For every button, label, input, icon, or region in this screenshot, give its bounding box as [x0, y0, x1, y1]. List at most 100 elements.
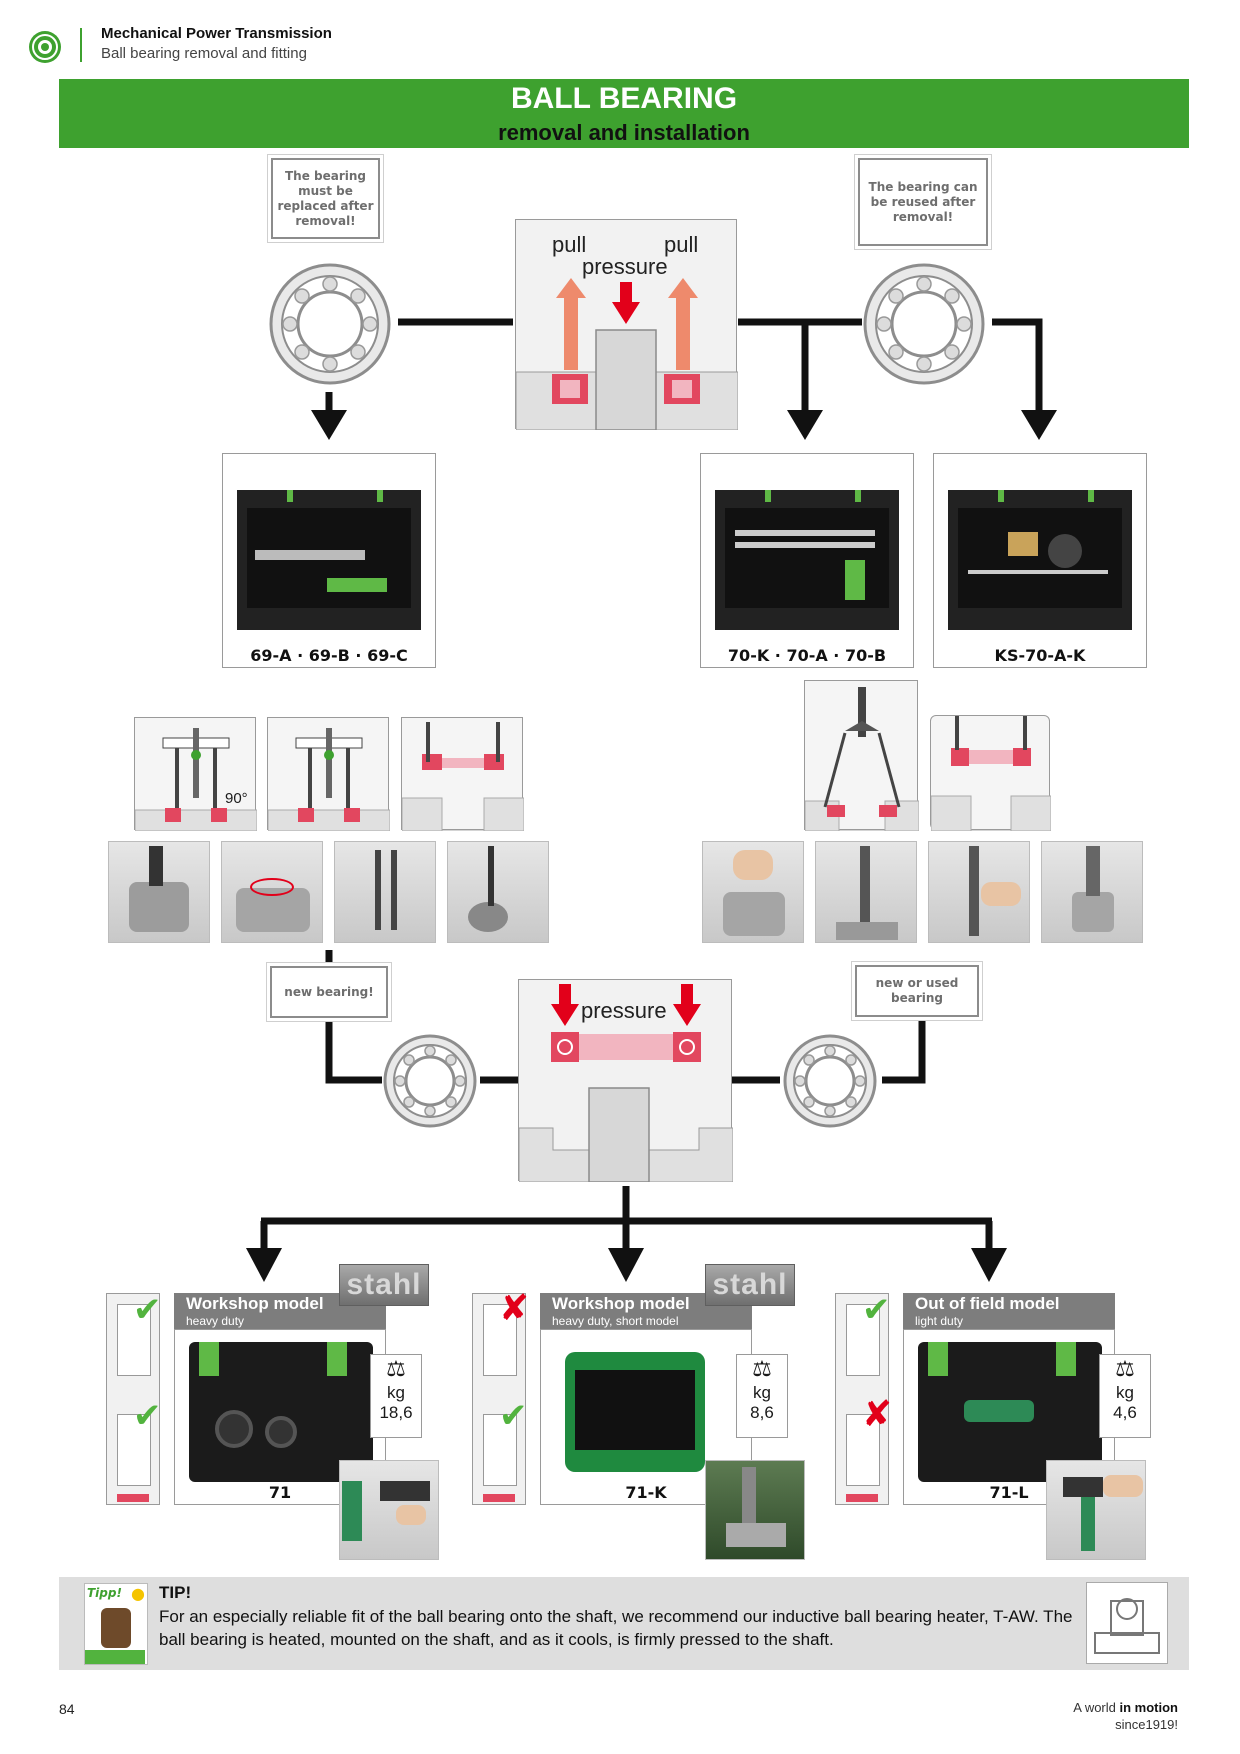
connector-line	[882, 1018, 926, 1084]
connector-line	[992, 318, 1043, 412]
model-code: 71-K	[625, 1483, 667, 1502]
note-new-bearing: new bearing!	[270, 966, 388, 1018]
stahl-badge: stahl	[705, 1264, 795, 1306]
step-photo	[221, 841, 323, 943]
kit-70[interactable]: 70-K · 70-A · 70-B	[700, 453, 914, 668]
step-diagram: 90°	[134, 717, 258, 832]
cross-icon: ✘	[499, 1288, 530, 1329]
note-replace-text: The bearing must be replaced after remov…	[277, 168, 374, 228]
model-title: Workshop model	[186, 1294, 324, 1313]
installation-diagram: pressure	[518, 979, 733, 1182]
note-reuse: The bearing can be reused after removal!	[858, 158, 988, 246]
stahl-badge: stahl	[339, 1264, 429, 1306]
section-title: Mechanical Power Transmission	[101, 25, 332, 42]
note-new-or-used-text: new or used bearing	[875, 976, 959, 1005]
cross-icon: ✘	[862, 1394, 893, 1435]
kit-label: 69-A · 69-B · 69-C	[250, 646, 408, 665]
kit-case-image	[948, 490, 1132, 630]
weight-unit: kg	[753, 1383, 771, 1402]
tagline-pre: A world	[1073, 1700, 1120, 1715]
weight-box: ⚖ kg 4,6	[1099, 1354, 1151, 1438]
tipp-badge: Tipp!	[87, 1586, 122, 1600]
kit-case-image	[237, 490, 421, 630]
logo-icon	[29, 31, 61, 63]
step-diagram	[930, 715, 1052, 832]
model-title: Workshop model	[552, 1294, 690, 1313]
lightbulb-icon: ●	[131, 1584, 145, 1603]
kit-label: 70-K · 70-A · 70-B	[727, 646, 887, 665]
scale-icon: ⚖	[386, 1356, 406, 1381]
weight-value: 18,6	[379, 1403, 413, 1422]
model-photo	[705, 1460, 805, 1560]
model-photo	[339, 1460, 439, 1560]
note-replace: The bearing must be replaced after remov…	[271, 158, 380, 239]
weight-box: ⚖ kg 18,6	[370, 1354, 422, 1438]
company-logo	[28, 30, 62, 64]
model-code: 71	[268, 1483, 292, 1502]
step-photo	[702, 841, 804, 943]
check-icon: ✔	[133, 1290, 162, 1330]
bearing-icon	[863, 263, 985, 385]
weight-box: ⚖ kg 8,6	[736, 1354, 788, 1438]
arrow-down	[246, 1248, 282, 1282]
check-icon: ✔	[133, 1396, 162, 1436]
kit-case-image	[715, 490, 899, 630]
title-banner: BALL BEARING removal and installation	[59, 79, 1189, 148]
note-new-or-used: new or used bearing	[855, 965, 979, 1017]
step-diagram	[804, 680, 920, 832]
check-icon: ✔	[862, 1290, 891, 1330]
model-subtitle: light duty	[915, 1314, 964, 1328]
tip-text: For an especially reliable fit of the ba…	[159, 1607, 1073, 1649]
model-code: 71-L	[989, 1483, 1029, 1502]
usage-strip	[835, 1293, 889, 1505]
since-label: since1919!	[1115, 1717, 1178, 1732]
tagline-bold: in motion	[1119, 1700, 1179, 1715]
step-photo	[334, 841, 436, 943]
bearing-icon	[269, 263, 391, 385]
removal-diagram: pull pull pressure	[515, 219, 738, 430]
weight-unit: kg	[387, 1383, 405, 1402]
bearing-icon	[783, 1034, 877, 1128]
banner-subtitle: removal and installation	[498, 120, 750, 145]
step-photo	[447, 841, 549, 943]
usage-strip	[106, 1293, 160, 1505]
arrow-down	[971, 1248, 1007, 1282]
puller-schematic	[267, 728, 391, 832]
scale-icon: ⚖	[752, 1356, 772, 1381]
tip-title: TIP!	[159, 1583, 192, 1602]
pull-left-label: pull	[552, 232, 587, 257]
scale-icon: ⚖	[1115, 1356, 1135, 1381]
banner-title: BALL BEARING	[510, 82, 738, 115]
tipp-mascot: Tipp! ●	[84, 1583, 148, 1665]
model-title: Out of field model	[915, 1294, 1060, 1313]
step-diagram	[401, 717, 525, 832]
heater-image	[1086, 1582, 1168, 1664]
arrow-down	[787, 410, 823, 440]
model-photo	[1046, 1460, 1146, 1560]
step-diagram	[267, 717, 391, 832]
puller-schematic	[134, 728, 258, 832]
install-schematic	[519, 984, 733, 1182]
model-header: Workshop model heavy duty, short model	[540, 1293, 752, 1329]
kit-69[interactable]: 69-A · 69-B · 69-C	[222, 453, 436, 668]
arrow-down	[1021, 410, 1057, 440]
model-subtitle: heavy duty	[186, 1314, 245, 1328]
puller-schematic	[930, 716, 1052, 832]
weight-value: 8,6	[750, 1403, 774, 1422]
header-divider	[80, 28, 82, 62]
step-photo	[108, 841, 210, 943]
install-pressure-label: pressure	[581, 998, 667, 1023]
puller-schematic	[401, 722, 525, 832]
kit-ks70[interactable]: KS-70-A-K	[933, 453, 1147, 668]
section-subtitle: Ball bearing removal and fitting	[101, 45, 307, 62]
puller-schematic	[804, 687, 920, 832]
arrow-down	[608, 1248, 644, 1282]
removal-schematic	[516, 278, 738, 430]
weight-unit: kg	[1116, 1383, 1134, 1402]
check-icon: ✔	[499, 1396, 528, 1436]
step-photo	[1041, 841, 1143, 943]
note-reuse-text: The bearing can be reused after removal!	[868, 179, 978, 224]
model-header: Out of field model light duty	[903, 1293, 1115, 1329]
page-number: 84	[59, 1701, 75, 1717]
